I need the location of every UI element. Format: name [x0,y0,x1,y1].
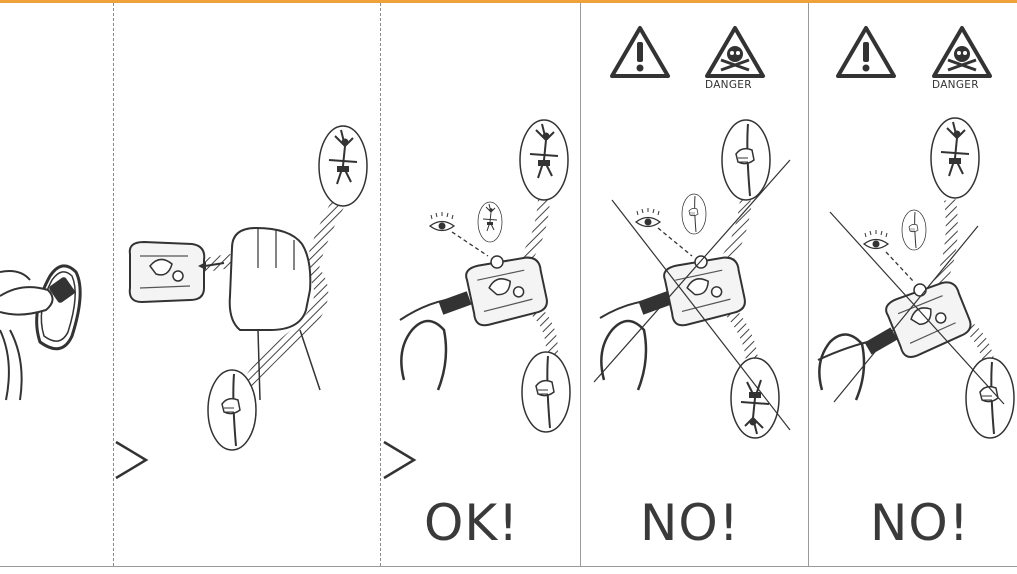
danger-label: DANGER [705,79,752,91]
climber-icon [319,126,367,206]
panel-3-correct-install [400,120,570,432]
panel-4-wrong-install [594,28,790,438]
chevron-right-icon [384,442,414,478]
skull-danger-icon [934,28,990,76]
hand-icon [230,228,311,330]
hand-disc-icon [208,370,256,450]
climber-icon [931,118,979,198]
panel-5-wrong-install [818,28,1014,438]
panel-1-carabiner [0,266,80,400]
eye-icon [636,208,660,227]
warning-icon [838,28,894,76]
skull-danger-icon [707,28,763,76]
verdict-ok: OK! [424,498,519,548]
eye-icon [430,212,454,231]
verdict-no: NO! [870,498,970,548]
hand-disc-icon [522,352,570,432]
eye-icon [864,230,888,249]
verdict-no: NO! [640,498,740,548]
panel-2-installing-device [130,126,367,450]
danger-label: DANGER [932,79,979,91]
warning-icon [612,28,668,76]
arrow-right-icon [116,442,146,478]
climber-icon [520,120,568,200]
